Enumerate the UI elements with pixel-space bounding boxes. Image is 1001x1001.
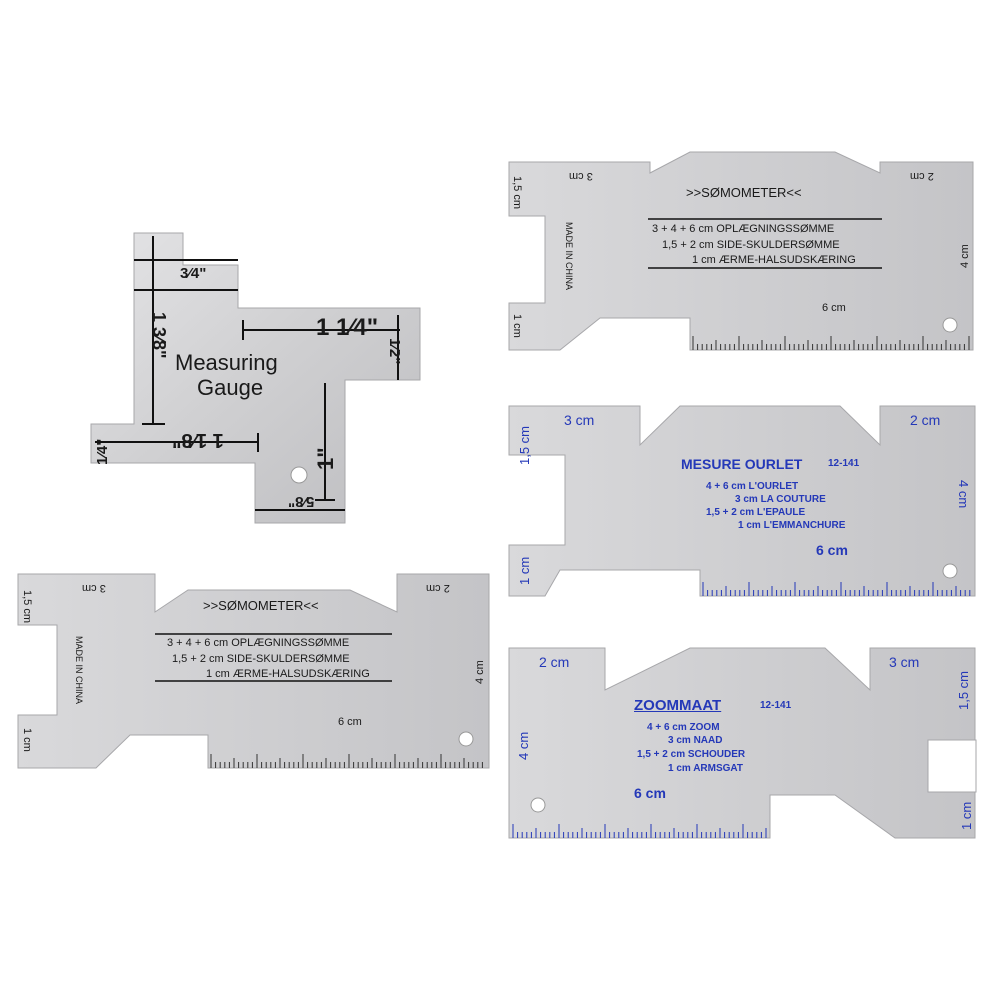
zoommaat-6cm: 6 cm	[634, 785, 666, 801]
zoommaat-hole	[530, 797, 546, 813]
somometer-bottom-3cm: 3 cm	[82, 582, 106, 594]
zoommaat-line-3: 1,5 + 2 cm SCHOUDER	[637, 749, 746, 760]
somometer-top-1cm: 1 cm	[511, 314, 523, 338]
somometer-top-3cm: 3 cm	[569, 170, 593, 182]
mesure-title: MESURE OURLET	[681, 456, 803, 472]
somometer-top-4cm: 4 cm	[959, 244, 971, 268]
somometer-bottom-hole	[458, 731, 474, 747]
gauge-title-line2: Gauge	[197, 375, 264, 400]
somometer-bottom-1cm: 1 cm	[21, 728, 33, 752]
somometer-bottom-line-3: 1 cm ÆRME-HALSUDSKÆRING	[206, 668, 370, 680]
gauge-mark-quarter: 1⁄4"	[94, 438, 111, 465]
somometer-top-made-in: MADE IN CHINA	[564, 222, 574, 291]
gauge-mark-one: 1"	[313, 447, 338, 470]
mesure-1cm: 1 cm	[517, 556, 532, 585]
zoommaat-line-2: 3 cm NAAD	[668, 735, 723, 746]
gauge-mark-one-eighth: 1 1⁄8"	[172, 429, 224, 451]
somometer-bottom-6cm: 6 cm	[338, 716, 362, 728]
somometer-top-2cm: 2 cm	[910, 170, 934, 182]
somometer-top-line-1: 3 + 4 + 6 cm OPLÆGNINGSSØMME	[652, 223, 835, 235]
gauge-title-line1: Measuring	[175, 350, 278, 375]
gauge-mark-one-three-eighth: 1 3⁄8"	[149, 312, 169, 359]
somometer-bottom-2cm: 2 cm	[426, 582, 450, 594]
zoommaat-code: 12-141	[760, 700, 792, 711]
somometer-bottom-4cm: 4 cm	[474, 660, 486, 684]
somometer-bottom-line-1: 3 + 4 + 6 cm OPLÆGNINGSSØMME	[167, 637, 350, 649]
somometer-bottom-1-5cm: 1,5 cm	[21, 590, 33, 624]
somometer-top-line-2: 1,5 + 2 cm SIDE-SKULDERSØMME	[662, 239, 840, 251]
mesure-3cm: 3 cm	[564, 412, 595, 428]
somometer-bottom-title: >>SØMOMETER<<	[203, 598, 319, 613]
measuring-gauge-plate	[90, 232, 421, 524]
mesure-1-5cm: 1,5 cm	[517, 425, 532, 465]
somometer-top-title: >>SØMOMETER<<	[686, 185, 802, 200]
mesure-line-2: 3 cm LA COUTURE	[735, 494, 826, 505]
mesure-code: 12-141	[828, 458, 860, 469]
mesure-ourlet-plate	[508, 405, 976, 597]
mesure-hole	[942, 563, 958, 579]
zoommaat-2cm: 2 cm	[539, 654, 570, 670]
somometer-plate-bottom	[17, 573, 490, 769]
somometer-top-1-5cm: 1,5 cm	[511, 176, 523, 210]
mesure-2cm: 2 cm	[910, 412, 941, 428]
zoommaat-4cm: 4 cm	[516, 731, 531, 760]
mesure-line-3: 1,5 + 2 cm L'EPAULE	[706, 507, 806, 518]
gauge-mark-one-quarter-inch: 1 1⁄4"	[316, 314, 379, 341]
mesure-6cm: 6 cm	[816, 542, 848, 558]
somometer-top-hole	[942, 317, 958, 333]
gauge-mark-five-eighth: 5⁄8"	[288, 493, 315, 510]
zoommaat-title: ZOOMMAAT	[634, 697, 722, 714]
mesure-line-4: 1 cm L'EMMANCHURE	[738, 520, 846, 531]
somometer-bottom-line-2: 1,5 + 2 cm SIDE-SKULDERSØMME	[172, 653, 350, 665]
mesure-line-1: 4 + 6 cm L'OURLET	[706, 481, 799, 492]
zoommaat-line-1: 4 + 6 cm ZOOM	[647, 722, 720, 733]
gauge-hole	[290, 466, 308, 484]
zoommaat-1cm: 1 cm	[959, 801, 974, 830]
mesure-4cm: 4 cm	[956, 480, 971, 509]
zoommaat-line-4: 1 cm ARMSGAT	[668, 763, 744, 774]
somometer-bottom-made-in: MADE IN CHINA	[74, 636, 84, 705]
zoommaat-1-5cm: 1,5 cm	[956, 670, 971, 710]
somometer-top-line-3: 1 cm ÆRME-HALSUDSKÆRING	[692, 254, 856, 266]
zoommaat-plate	[508, 647, 977, 839]
gauge-mark-half: 1⁄2"	[386, 338, 403, 365]
somometer-top-6cm: 6 cm	[822, 302, 846, 314]
zoommaat-3cm: 3 cm	[889, 654, 920, 670]
somometer-plate-top	[508, 151, 974, 351]
gauge-mark-three-quarter: 3⁄4"	[180, 265, 207, 282]
